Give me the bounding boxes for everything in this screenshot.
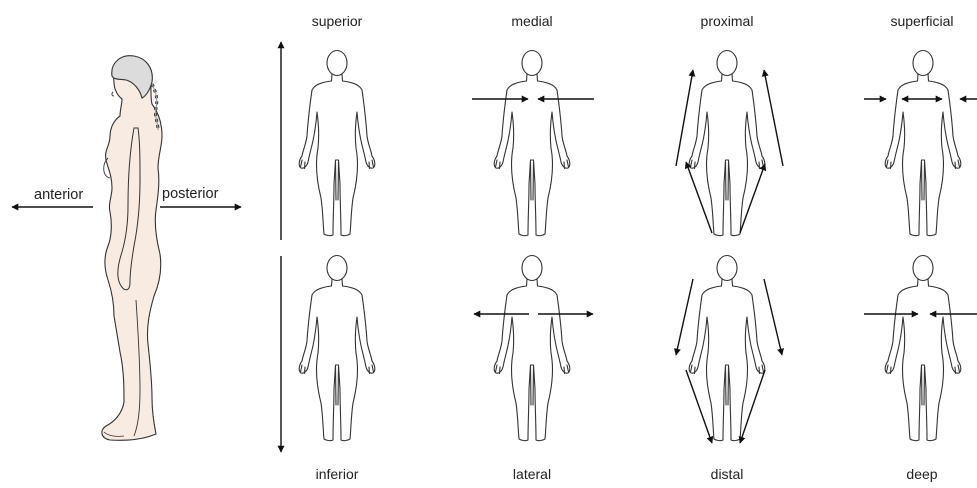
body-outline-superficial bbox=[885, 51, 961, 236]
label-superficial: superficial bbox=[890, 13, 953, 29]
label-anterior: anterior bbox=[34, 187, 83, 203]
label-distal: distal bbox=[711, 466, 744, 482]
proximal-arrow-left-arm bbox=[676, 70, 693, 166]
label-lateral: lateral bbox=[513, 466, 551, 482]
proximal-arrow-right-arm bbox=[764, 70, 783, 166]
body-outline-superior bbox=[299, 51, 375, 236]
distal-arrow-right-arm bbox=[764, 279, 782, 355]
label-superior: superior bbox=[312, 13, 363, 29]
distal-arrow-left-leg bbox=[686, 370, 712, 443]
body-outline-lateral bbox=[494, 256, 570, 441]
body-outline-proximal bbox=[689, 51, 765, 236]
body-outline-medial bbox=[494, 51, 570, 236]
side-view-figure bbox=[102, 56, 162, 441]
label-deep: deep bbox=[906, 466, 937, 482]
distal-arrow-right-leg bbox=[740, 370, 765, 443]
body-outline-inferior bbox=[299, 256, 375, 441]
proximal-arrow-right-leg bbox=[740, 164, 765, 233]
label-proximal: proximal bbox=[701, 13, 754, 29]
distal-arrow-left-arm bbox=[676, 279, 693, 355]
label-posterior: posterior bbox=[162, 186, 218, 202]
proximal-arrow-left-leg bbox=[686, 162, 712, 233]
body-outline-deep bbox=[885, 256, 961, 441]
label-medial: medial bbox=[511, 13, 552, 29]
label-inferior: inferior bbox=[316, 466, 359, 482]
